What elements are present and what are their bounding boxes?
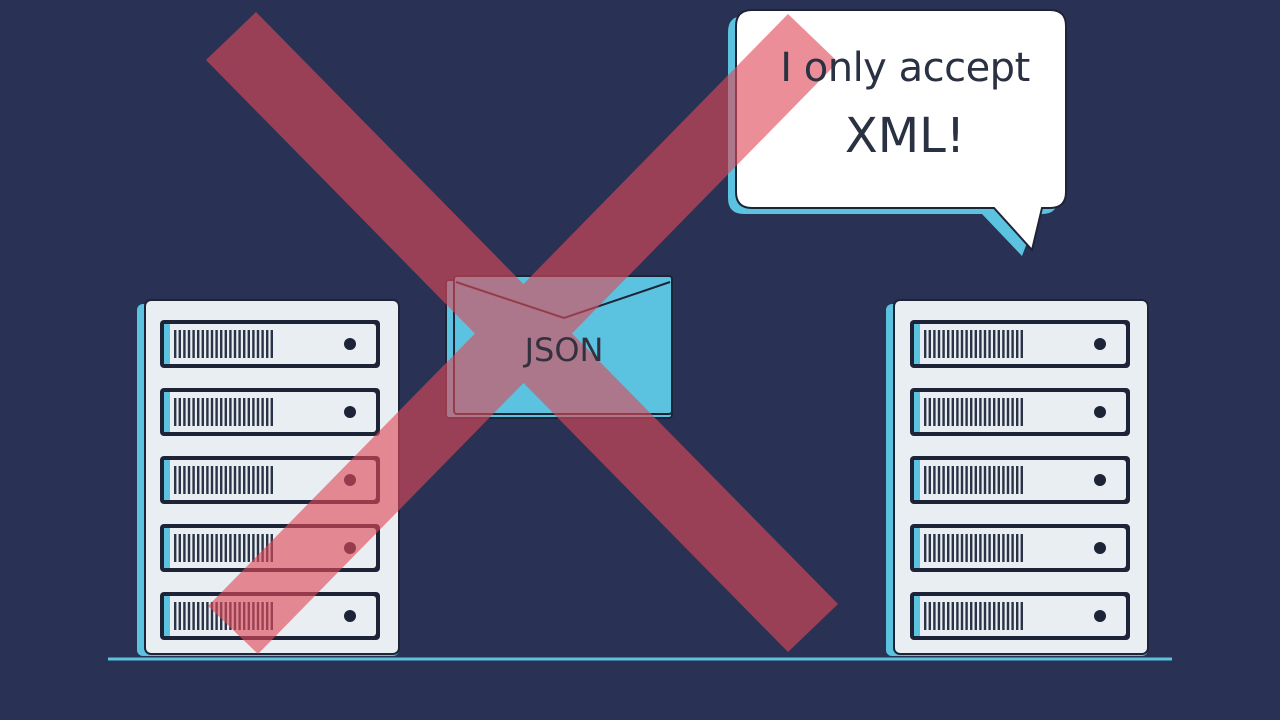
status-light-icon <box>1094 474 1106 486</box>
right-server-unit <box>910 456 1130 504</box>
right-server-unit <box>910 592 1130 640</box>
status-light-icon <box>1094 338 1106 350</box>
status-light-icon <box>344 338 356 350</box>
vent-grille <box>924 534 1023 562</box>
speech-bubble-text: I only accept XML! <box>740 40 1070 168</box>
right-server-unit <box>910 320 1130 368</box>
cross-mark-icon <box>206 12 838 654</box>
vent-grille <box>924 602 1023 630</box>
speech-bubble-line-1: I only accept <box>780 45 1030 91</box>
status-light-icon <box>344 610 356 622</box>
vent-grille <box>924 330 1023 358</box>
vent-grille <box>174 330 273 358</box>
vent-grille <box>174 466 273 494</box>
right-server-unit <box>910 388 1130 436</box>
right-server-rack <box>886 299 1149 656</box>
envelope-label: JSON <box>524 331 604 369</box>
status-light-icon <box>1094 406 1106 418</box>
vent-grille <box>924 398 1023 426</box>
left-server-unit <box>160 320 380 368</box>
vent-grille <box>174 534 273 562</box>
speech-bubble-line-2: XML! <box>844 108 966 164</box>
status-light-icon <box>344 406 356 418</box>
right-server-unit <box>910 524 1130 572</box>
status-light-icon <box>1094 542 1106 554</box>
vent-grille <box>924 466 1023 494</box>
left-server-unit <box>160 388 380 436</box>
status-light-icon <box>1094 610 1106 622</box>
vent-grille <box>174 398 273 426</box>
